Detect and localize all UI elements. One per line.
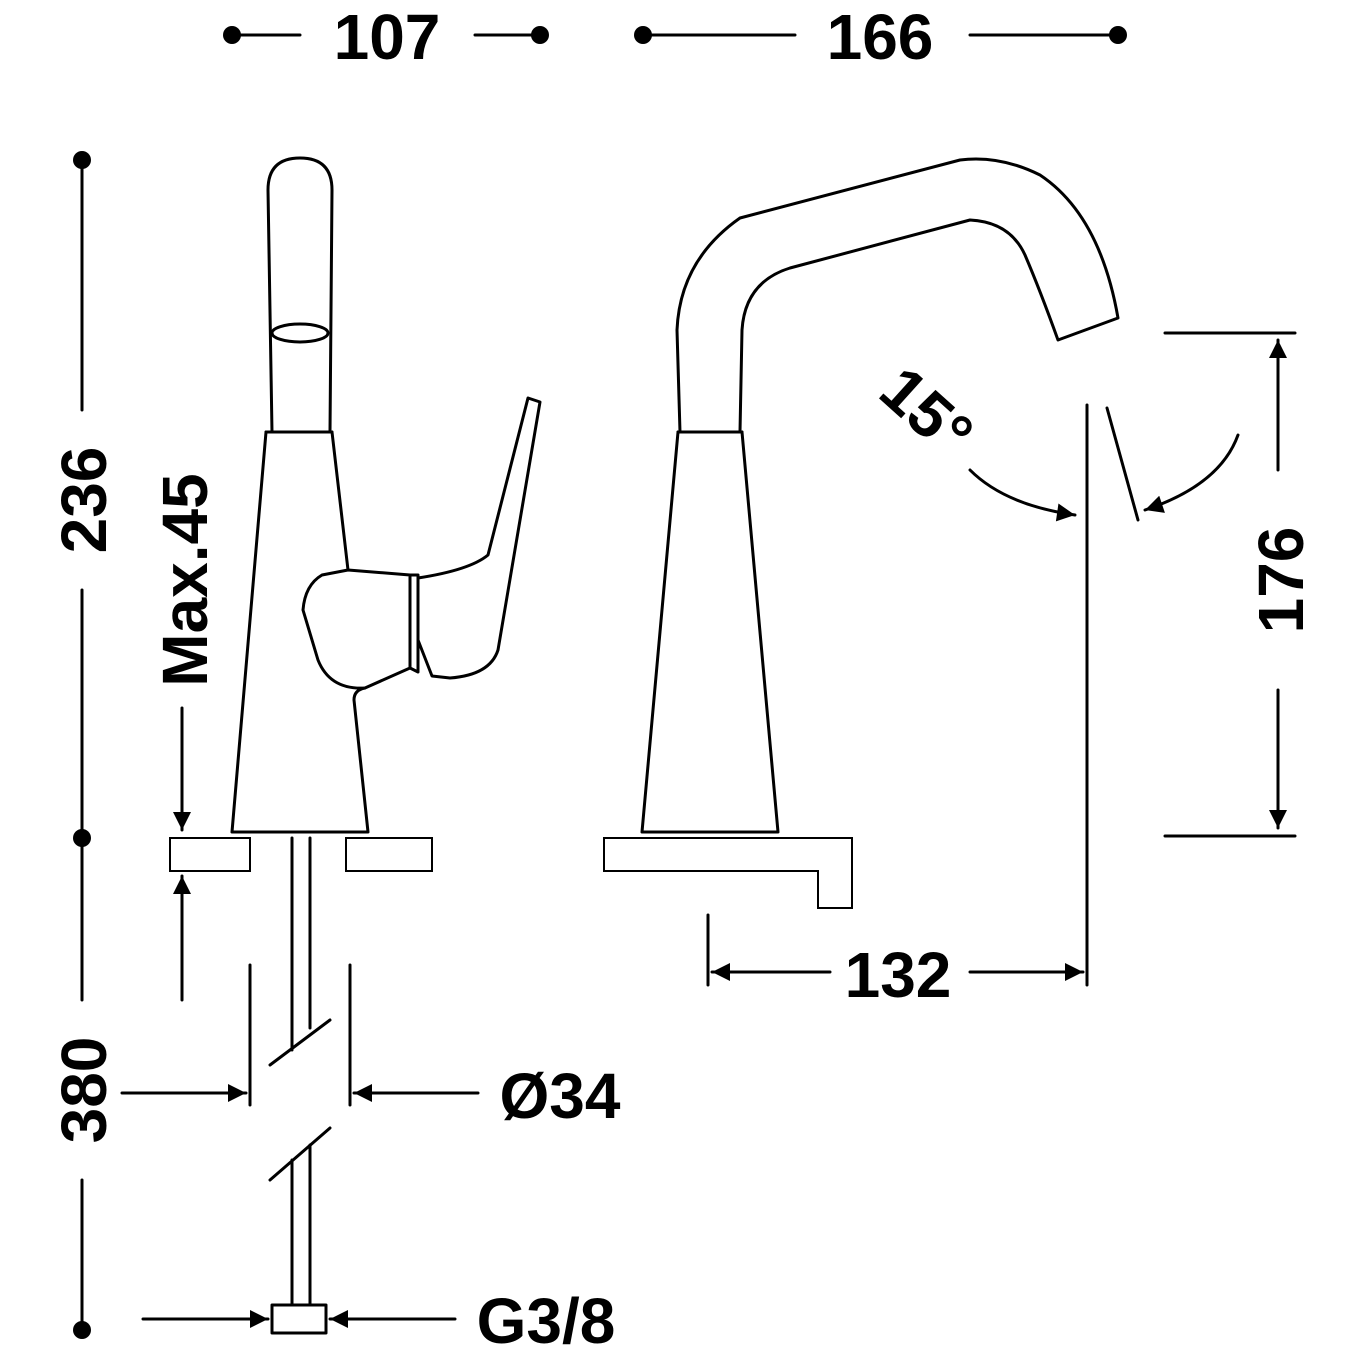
faucet-side-view <box>169 156 542 1335</box>
dimension-176-label: 176 <box>1245 527 1317 634</box>
dimension-380-label: 380 <box>48 1037 120 1144</box>
dimension-vertical-left-line <box>73 151 91 1339</box>
swivel-angle-label: 15° <box>867 353 987 471</box>
dimension-176-line <box>1163 331 1297 838</box>
dimension-132-label: 132 <box>845 939 952 1011</box>
swivel-angle-indicator <box>968 403 1240 987</box>
dimension-107-label: 107 <box>334 1 441 73</box>
dimension-166-label: 166 <box>827 1 934 73</box>
dimension-236-label: 236 <box>48 447 120 554</box>
dimension-max45-label: Max.45 <box>149 473 221 686</box>
faucet-front-view <box>603 157 1120 909</box>
dimension-connection-label: G3/8 <box>477 1285 616 1353</box>
dimension-diameter-label: Ø34 <box>500 1060 621 1132</box>
dimension-166-line <box>634 26 1127 44</box>
dimension-132-line <box>706 913 1085 987</box>
dimension-107-line <box>223 26 549 44</box>
